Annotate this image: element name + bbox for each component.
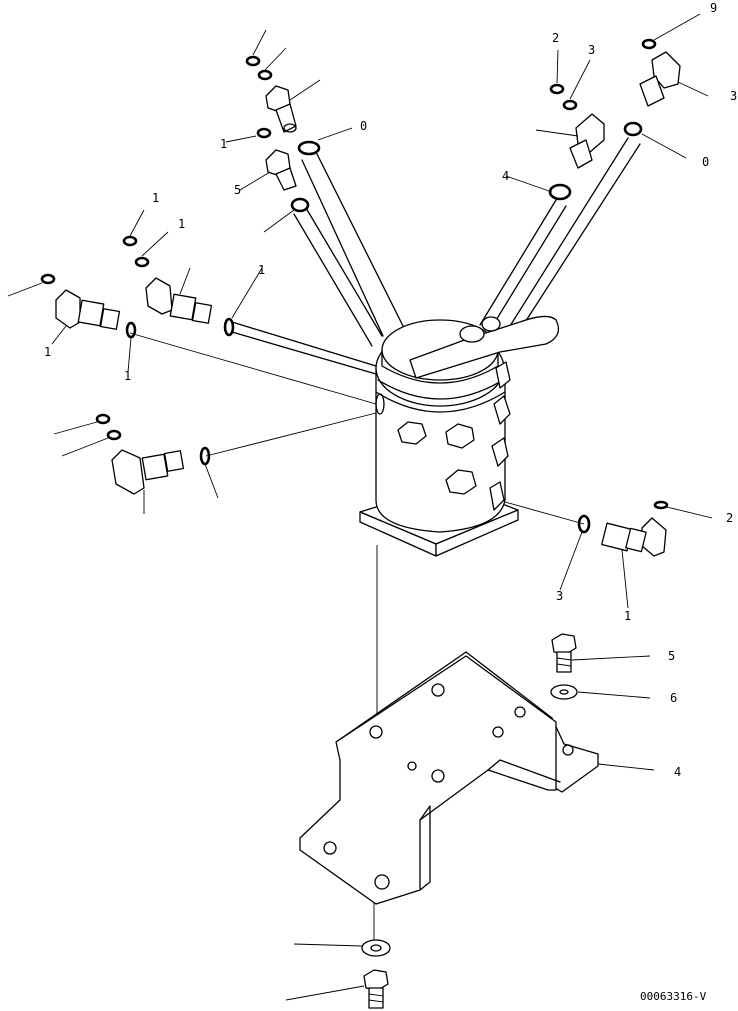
washer-upper <box>550 684 578 700</box>
mounting-bracket <box>299 651 599 905</box>
callout-label: 1 <box>152 191 159 205</box>
callout-label: 4 <box>502 169 509 183</box>
callout-label: 1 <box>44 345 51 359</box>
callout-label: 6 <box>670 691 677 705</box>
callout-label: 3 <box>556 589 563 603</box>
callout-label: 0 <box>360 119 367 133</box>
callout-label: 1 <box>178 217 185 231</box>
hose-upper-left <box>301 151 405 337</box>
callout-label: 0 <box>702 155 709 169</box>
fitting-elbow-5 <box>639 51 681 107</box>
callout-label: 2 <box>726 511 733 525</box>
valve-lever <box>409 315 560 379</box>
hose-left <box>231 321 377 375</box>
drawing-code: 00063316-V <box>640 990 707 1003</box>
callout-label: 2 <box>552 31 559 45</box>
rotary-valve <box>359 315 560 557</box>
bolt-lower <box>363 969 389 1009</box>
fitting-elbow-2 <box>145 277 213 324</box>
hose-upper-left-2 <box>293 207 383 347</box>
callout-label: 1 <box>258 263 265 277</box>
callout-label: 1 <box>624 609 631 623</box>
hose-upper-right-2 <box>509 137 641 331</box>
callout-label: 3 <box>730 89 737 103</box>
fitting-elbow-3 <box>111 449 185 495</box>
callout-label: 1 <box>124 369 131 383</box>
callout-label: 9 <box>710 1 717 15</box>
fitting-straight-1 <box>265 85 297 133</box>
fitting-elbow-1 <box>55 289 121 330</box>
fitting-elbow-6 <box>601 517 667 557</box>
hose-upper-right <box>479 199 567 331</box>
fitting-straight-2 <box>265 149 297 191</box>
callout-label: 1 <box>220 137 227 151</box>
callout-label: 3 <box>588 43 595 57</box>
fitting-elbow-4 <box>569 113 605 169</box>
callout-label: 4 <box>674 765 681 779</box>
washer-lower <box>361 939 391 957</box>
callout-label: 5 <box>234 183 241 197</box>
bolt-upper <box>551 633 577 673</box>
leader-lines <box>7 13 713 1001</box>
callout-label: 5 <box>668 649 675 663</box>
callout-labels: 9 2 3 3 0 0 4 1 5 1 1 1 1 1 2 3 1 5 6 4 <box>44 1 737 779</box>
